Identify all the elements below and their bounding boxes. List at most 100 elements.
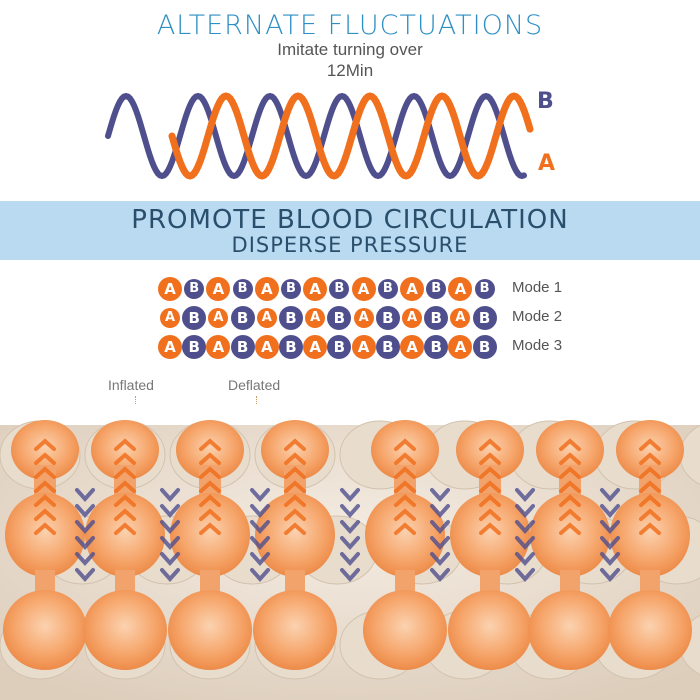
cell-b-marker: B [424, 335, 449, 359]
cell-b-marker: B [281, 279, 301, 299]
down-arrow-chevron [250, 520, 270, 535]
cell-a-marker: A [305, 308, 326, 328]
cell-a-marker: A [450, 308, 471, 328]
up-arrow-chevron [559, 494, 581, 507]
inflated-cell-top [261, 420, 329, 480]
down-arrow-chevron [340, 520, 360, 535]
cell-a-marker: A [303, 335, 328, 359]
mattress-cells-layer [3, 420, 692, 670]
inflated-cell-middle [365, 493, 445, 577]
wave-a-line [168, 92, 534, 180]
up-arrow-chevron [199, 494, 221, 507]
cell-a-marker: A [351, 277, 376, 301]
down-arrow-chevron [600, 520, 620, 535]
cell-b-marker: B [327, 335, 352, 359]
up-arrow-chevron [34, 438, 56, 451]
cell-a-marker: A [448, 335, 473, 359]
down-arrow-chevron [75, 504, 95, 519]
up-arrow-chevron [199, 508, 221, 521]
up-arrow-chevron [114, 522, 136, 535]
down-arrow-chevron [340, 568, 360, 583]
cell-b-marker: B [329, 279, 350, 299]
cell-a-marker: A [400, 335, 424, 359]
down-arrow-chevron [160, 568, 180, 583]
cell-a-marker: A [158, 335, 182, 359]
up-arrow-chevron [394, 452, 416, 465]
down-arrow-chevron [160, 504, 180, 519]
up-arrow-chevron [639, 508, 661, 521]
up-arrow-chevron [34, 522, 56, 535]
cell-b-marker: B [182, 306, 207, 330]
down-arrow-chevron [340, 504, 360, 519]
inflated-cell-top [536, 420, 604, 480]
cell-b-marker: B [230, 335, 255, 359]
mode-label: Mode 3 [512, 337, 563, 354]
inflated-cell-middle [255, 493, 335, 577]
down-arrow-chevron [430, 568, 450, 583]
cell-b-marker: B [232, 279, 253, 299]
up-arrow-chevron [284, 494, 306, 507]
wave-a-label: A [538, 151, 555, 176]
up-arrow-chevron [394, 438, 416, 451]
cell-a-marker: A [353, 308, 374, 328]
up-arrow-chevron [114, 452, 136, 465]
down-arrow-chevron [250, 504, 270, 519]
down-arrow-chevron [160, 552, 180, 567]
air-cell-mattress-illustration [0, 405, 700, 700]
down-arrow-chevron [430, 520, 450, 535]
wave-b-label: B [537, 89, 554, 114]
cell-a-marker: A [160, 308, 180, 328]
page-title: ALTERNATE FLUCTUATIONS [156, 10, 544, 41]
cell-b-marker: B [279, 306, 303, 330]
down-arrow-chevron [160, 536, 180, 551]
mode-label: Mode 2 [512, 308, 563, 325]
up-arrow-chevron [284, 466, 306, 479]
down-arrow-chevron [515, 552, 535, 567]
up-arrow-chevron [34, 480, 56, 493]
up-arrow-chevron [479, 438, 501, 451]
down-arrow-chevron [340, 536, 360, 551]
down-arrow-chevron [515, 504, 535, 519]
up-arrow-chevron [479, 480, 501, 493]
up-arrow-chevron [559, 508, 581, 521]
down-arrow-chevron [430, 488, 450, 503]
up-arrow-chevron [114, 494, 136, 507]
down-arrow-chevron [600, 488, 620, 503]
cell-a-marker: A [400, 277, 424, 301]
down-arrow-chevron [430, 552, 450, 567]
cell-b-marker: B [375, 335, 400, 359]
down-arrow-chevron [600, 504, 620, 519]
inflated-cell-bottom [253, 590, 337, 670]
alternating-wave-graphic: B A [105, 89, 555, 180]
up-arrow-chevron [394, 522, 416, 535]
down-arrow-chevron [340, 552, 360, 567]
up-arrow-chevron [639, 438, 661, 451]
up-arrow-chevron [639, 452, 661, 465]
up-arrow-chevron [479, 522, 501, 535]
up-arrow-chevron [479, 494, 501, 507]
banner-background [0, 201, 700, 260]
up-arrow-chevron [639, 522, 661, 535]
inflated-cell-bottom [168, 590, 252, 670]
banner-subheading: DISPERSE PRESSURE [231, 233, 469, 257]
cell-b-marker: B [472, 306, 497, 330]
down-arrow-chevron [75, 536, 95, 551]
up-arrow-chevron [639, 480, 661, 493]
cell-a-marker: A [254, 277, 279, 301]
inflated-cell-middle [85, 493, 165, 577]
up-arrow-chevron [284, 438, 306, 451]
down-arrow-chevron [600, 568, 620, 583]
cell-b-marker: B [279, 335, 303, 359]
cell-b-marker: B [184, 279, 205, 299]
cell-b-marker: B [230, 306, 255, 330]
down-arrow-chevron [250, 536, 270, 551]
cell-b-marker: B [182, 335, 207, 359]
up-arrow-chevron [199, 466, 221, 479]
down-arrow-chevron [515, 488, 535, 503]
up-arrow-chevron [114, 480, 136, 493]
banner-heading: PROMOTE BLOOD CIRCULATION [131, 205, 569, 235]
mattress-arrows-layer [34, 438, 661, 583]
